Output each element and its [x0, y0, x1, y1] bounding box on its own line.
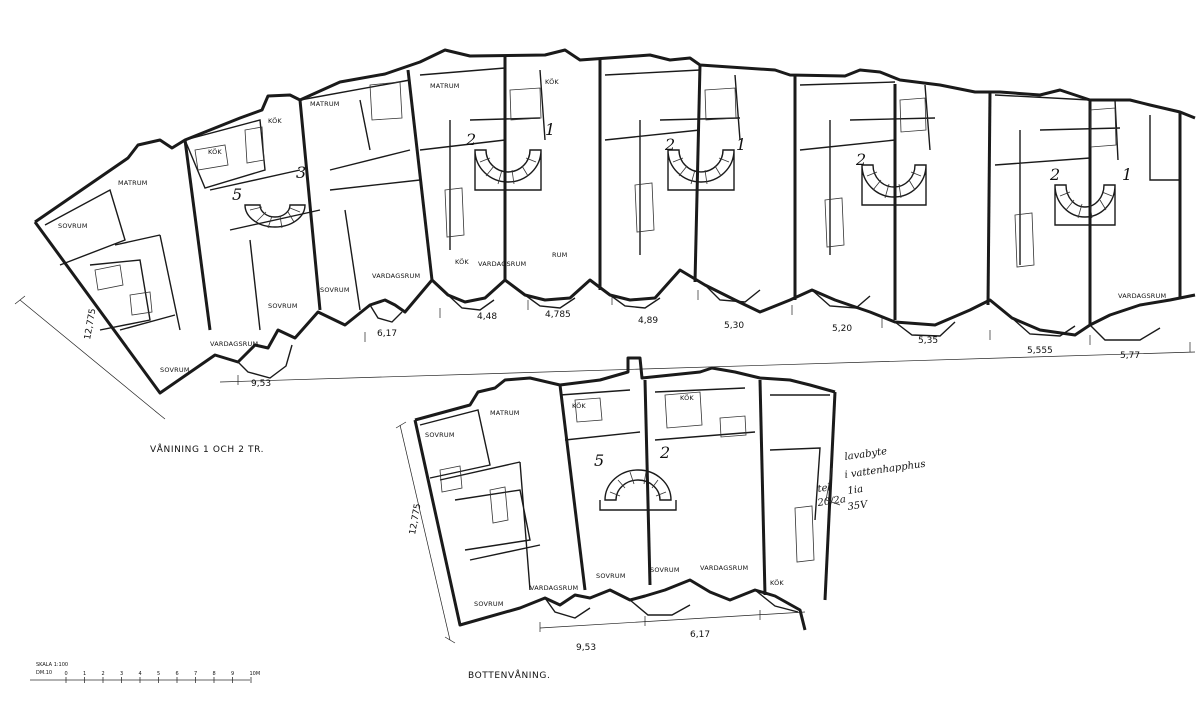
spiral-stair-unit-2b	[667, 149, 735, 191]
room-label: SOVRUM	[650, 566, 680, 574]
scale-tick-label: 5	[157, 671, 160, 677]
side-dimension: 12,775	[83, 308, 98, 341]
room-label: VARDAGSRUM	[372, 272, 420, 280]
spiral-stair-lower	[599, 469, 677, 511]
upper-plan-title: VÅNINING 1 OCH 2 TR.	[150, 443, 264, 455]
room-label: KÖK	[680, 393, 694, 402]
scale-tick-label: 3	[120, 671, 123, 677]
scale-tick-label: 1	[83, 671, 86, 677]
room-label: VARDAGSRUM	[478, 260, 526, 268]
room-label: MATRUM	[430, 82, 460, 90]
unit-number: 2	[855, 150, 866, 169]
note-line: lavabyte	[844, 446, 888, 463]
room-label: KÖK	[455, 257, 469, 266]
scale-tick-label: 6	[176, 671, 179, 677]
scale-bar: SKALA 1:100 DM.10 0 1 2 3 4 5 6 7 8 9 10M	[30, 662, 260, 683]
lower-floor-plan	[395, 356, 837, 644]
scale-tick-label: 2	[102, 671, 105, 677]
upper-unit-numbers: 5 3 2 1 2 1 2 2 1	[232, 120, 1132, 204]
room-label: MATRUM	[490, 409, 520, 417]
spiral-stair-unit-2d	[1054, 184, 1116, 226]
scale-unit-label: DM.10	[36, 670, 52, 676]
scale-tick-label: 4	[139, 671, 142, 677]
scale-tick-label: 9	[231, 671, 234, 677]
scale-tick-label: 0	[65, 671, 68, 677]
lower-plan-title: BOTTENVÅNING.	[468, 669, 550, 681]
note-bracket	[825, 467, 841, 506]
bay-dimension: 5,30	[724, 321, 744, 331]
unit-number: 5	[594, 451, 604, 470]
bay-dimension: 6,17	[690, 630, 710, 640]
bay-dimension: 5,35	[918, 336, 938, 346]
room-label: MATRUM	[310, 100, 340, 108]
side-dimension: 12,775	[408, 503, 423, 536]
lower-room-labels: SOVRUM MATRUM SOVRUM VARDAGSRUM SOVRUM S…	[425, 393, 784, 608]
unit-number: 1	[545, 120, 555, 139]
room-label: VARDAGSRUM	[530, 584, 578, 592]
note-line: 35V	[847, 499, 870, 513]
room-label: SOVRUM	[268, 302, 298, 310]
unit-number: 2	[659, 443, 670, 462]
bay-dimension: 4,48	[477, 312, 497, 322]
room-label: VARDAGSRUM	[210, 340, 258, 348]
bay-dimension: 9,53	[576, 643, 596, 653]
room-label: SOVRUM	[596, 572, 626, 580]
unit-number: 2	[664, 135, 675, 154]
bay-dimension: 5,555	[1027, 346, 1053, 356]
upper-floor-plan	[14, 48, 1196, 420]
scale-tick-label: 7	[194, 671, 197, 677]
lower-dimensions: 12,775 9,53 6,17	[408, 503, 710, 653]
room-label: SOVRUM	[474, 600, 504, 608]
room-label: SOVRUM	[160, 366, 190, 374]
note-line: 1ia	[847, 484, 864, 497]
spiral-stair-unit-2c	[861, 164, 927, 206]
room-label: SOVRUM	[320, 286, 350, 294]
bay-dimension: 5,77	[1120, 351, 1140, 361]
scale-label: SKALA 1:100	[36, 662, 68, 668]
upper-room-labels: SOVRUM MATRUM SOVRUM VARDAGSRUM SOVRUM S…	[58, 77, 1166, 374]
unit-number: 5	[232, 185, 242, 204]
spiral-stair-unit-2a	[474, 149, 542, 191]
room-label: KÖK	[208, 147, 222, 156]
room-label: MATRUM	[118, 179, 148, 187]
room-label: KÖK	[268, 116, 282, 125]
room-label: KÖK	[572, 401, 586, 410]
bay-dimension: 9,53	[251, 379, 271, 389]
room-label: VARDAGSRUM	[700, 564, 748, 572]
bay-dimension: 4,785	[545, 310, 571, 320]
room-label: SOVRUM	[425, 431, 455, 439]
unit-number: 2	[1049, 165, 1060, 184]
unit-number: 1	[1122, 165, 1132, 184]
upper-dimensions: 12,775 9,53 6,17 4,48 4,785 4,89 5,30 5,…	[83, 308, 1140, 389]
bay-dimension: 6,17	[377, 329, 397, 339]
bay-dimension: 5,20	[832, 324, 852, 334]
unit-number: 2	[465, 130, 476, 149]
scale-tick-label: 8	[213, 671, 216, 677]
lower-unit-numbers: 5 2	[594, 443, 670, 470]
room-label: RUM	[552, 251, 567, 259]
scale-tick-label: 10M	[250, 671, 261, 677]
spiral-stair-upper-left	[244, 204, 306, 229]
note-line: i vattenhapphus	[844, 459, 926, 481]
bay-dimension: 4,89	[638, 316, 658, 326]
unit-number: 1	[736, 135, 746, 154]
scale-ticks: 0 1 2 3 4 5 6 7 8 9 10M	[65, 671, 261, 683]
room-label: KÖK	[545, 77, 559, 86]
room-label: VARDAGSRUM	[1118, 292, 1166, 300]
unit-number: 3	[296, 163, 306, 182]
room-label: SOVRUM	[58, 222, 88, 230]
room-label: KÖK	[770, 578, 784, 587]
